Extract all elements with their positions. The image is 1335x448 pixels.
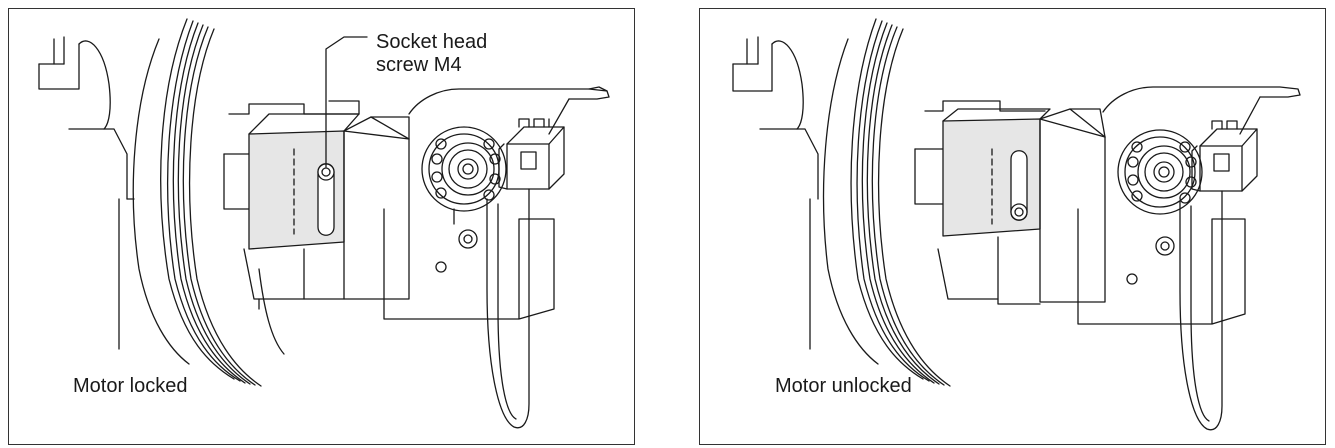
ring-segments — [132, 18, 285, 387]
belt-clamp — [1191, 120, 1258, 192]
screw-callout: Socket head screw M4 — [376, 31, 487, 77]
caption-motor-locked: Motor locked — [73, 375, 188, 397]
caption-motor-unlocked: Motor unlocked — [775, 375, 912, 397]
ring-segments — [822, 18, 951, 387]
bottom-plate — [383, 208, 555, 320]
motor-unlocked-drawing — [732, 18, 1301, 431]
mounting-plate — [942, 108, 1051, 237]
frame-housing — [732, 36, 819, 350]
frame-housing — [38, 36, 135, 350]
motor-locked-drawing — [38, 18, 610, 429]
gearbox-block — [243, 116, 410, 310]
back-blocks — [914, 100, 1046, 205]
timing-belt — [1179, 190, 1223, 431]
callout-line-2: screw M4 — [376, 54, 462, 76]
gearbox-block — [937, 108, 1106, 305]
bearing-pulley — [1102, 86, 1301, 215]
mounting-plate — [248, 113, 360, 250]
timing-belt — [486, 188, 530, 429]
belt-clamp — [498, 118, 565, 190]
bearing-pulley — [408, 86, 610, 225]
panel-motor-locked: Socket head screw M4 Motor locked — [8, 8, 635, 445]
bottom-plate — [1077, 208, 1246, 325]
callout-line-1: Socket head — [376, 31, 488, 53]
callout-leader — [325, 36, 368, 168]
panel-motor-unlocked: Motor unlocked — [699, 8, 1326, 445]
